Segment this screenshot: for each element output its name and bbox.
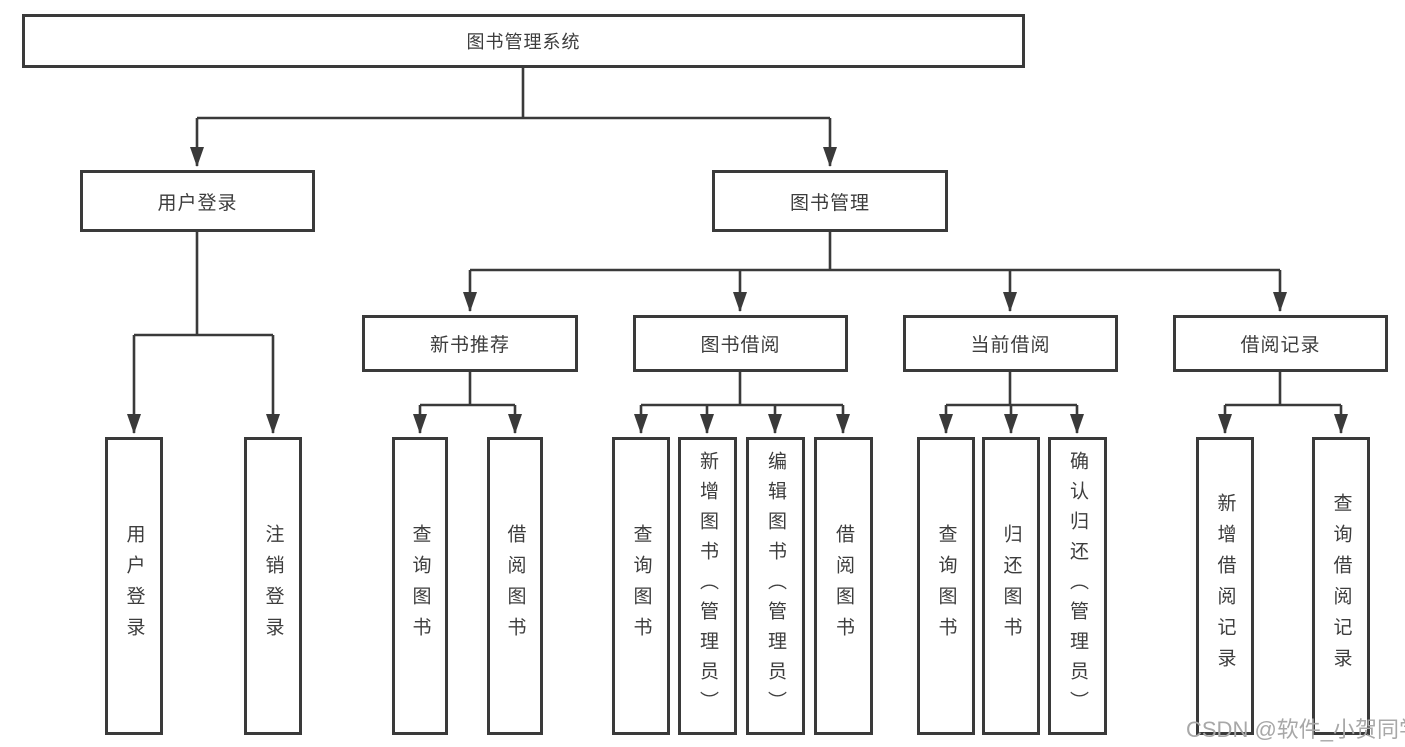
leaf-query-books-recommend: 查询图书	[392, 437, 448, 735]
csdn-watermark: CSDN @软件_小贺同学	[1186, 717, 1405, 742]
node-book-borrow: 图书借阅	[633, 315, 848, 372]
node-new-book-recommend: 新书推荐	[362, 315, 578, 372]
leaf-add-books-admin: 新增图书（管理员）	[678, 437, 737, 735]
leaf-user-login: 用户登录	[105, 437, 163, 735]
node-book-management: 图书管理	[712, 170, 948, 232]
leaf-confirm-return-admin: 确认归还（管理员）	[1048, 437, 1107, 735]
leaf-query-borrow-record: 查询借阅记录	[1312, 437, 1370, 735]
leaf-borrow-books: 借阅图书	[814, 437, 873, 735]
leaf-logout: 注销登录	[244, 437, 302, 735]
leaf-query-books-borrow: 查询图书	[612, 437, 670, 735]
node-user-login: 用户登录	[80, 170, 315, 232]
leaf-edit-books-admin: 编辑图书（管理员）	[746, 437, 805, 735]
node-borrow-records: 借阅记录	[1173, 315, 1388, 372]
leaf-borrow-books-recommend: 借阅图书	[487, 437, 543, 735]
leaf-query-books-current: 查询图书	[917, 437, 975, 735]
node-library-system: 图书管理系统	[22, 14, 1025, 68]
node-current-borrow: 当前借阅	[903, 315, 1118, 372]
leaf-return-books: 归还图书	[982, 437, 1040, 735]
leaf-add-borrow-record: 新增借阅记录	[1196, 437, 1254, 735]
